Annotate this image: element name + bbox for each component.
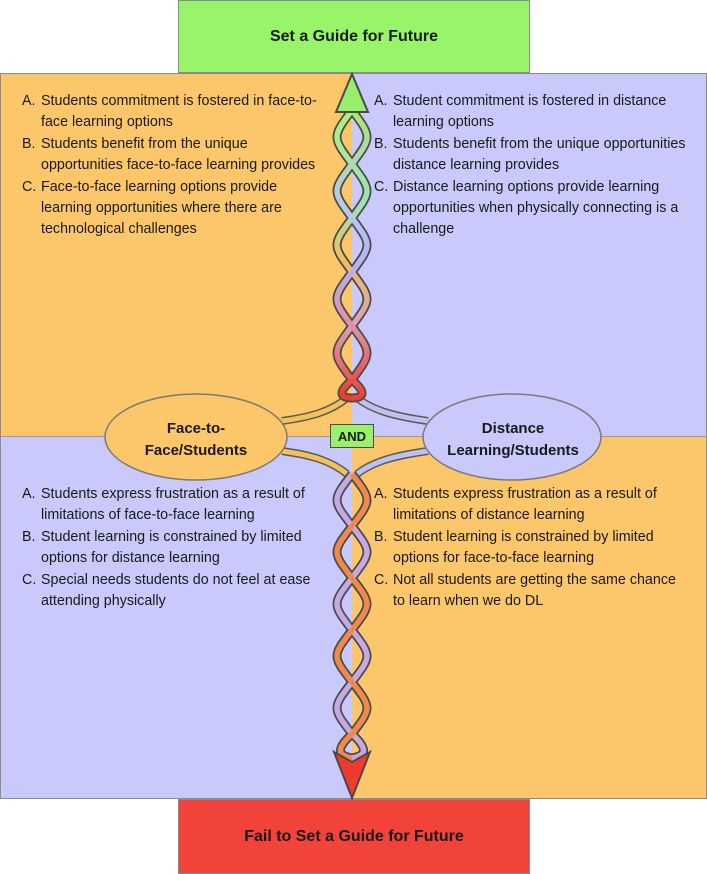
face-to-face-pole-ellipse: [104, 393, 288, 481]
downside-distance-list: A.Students express frustration as a resu…: [374, 484, 689, 613]
list-item: A.Student commitment is fostered in dist…: [374, 93, 667, 130]
list-item: A.Students express frustration as a resu…: [22, 486, 305, 523]
list-item: B.Student learning is constrained by lim…: [374, 529, 654, 566]
distance-learning-pole-text: Distance Learning/Students: [447, 420, 579, 459]
quadrant-top-left: [0, 73, 352, 437]
face-to-face-pole-label: Face-to- Face/Students: [108, 418, 284, 462]
list-item: A.Students express frustration as a resu…: [374, 486, 657, 523]
downside-face-to-face-list: A.Students express frustration as a resu…: [22, 484, 322, 613]
right-branch: [354, 394, 429, 478]
face-to-face-pole-text: Face-to- Face/Students: [144, 420, 248, 459]
and-connector-box: AND: [330, 424, 374, 448]
quadrant-bottom-right: [352, 437, 707, 799]
left-branch: [281, 394, 350, 478]
up-arrow-icon: [334, 71, 370, 113]
list-item: B.Students benefit from the unique oppor…: [22, 136, 316, 173]
list-item: B.Student learning is constrained by lim…: [22, 529, 302, 566]
quadrant-bottom-left: [0, 437, 352, 799]
list-item: C.Not all students are getting the same …: [374, 572, 676, 609]
list-item: C.Face-to-face learning options provide …: [22, 179, 282, 237]
list-item: A.Students commitment is fostered in fac…: [22, 93, 317, 130]
down-arrow-icon: [332, 749, 372, 801]
list-item: C.Special needs students do not feel at …: [22, 572, 311, 609]
deeper-fear-label: Fail to Set a Guide for Future: [244, 827, 464, 845]
distance-learning-pole-ellipse: [422, 393, 602, 481]
and-connector-label: AND: [337, 428, 367, 444]
greater-purpose-label: Set a Guide for Future: [269, 27, 438, 45]
upside-face-to-face-list: A.Students commitment is fostered in fac…: [22, 91, 322, 241]
quadrant-top-right: [352, 73, 707, 437]
list-item: C.Distance learning options provide lear…: [374, 179, 679, 237]
deeper-fear-box: Fail to Set a Guide for Future: [178, 799, 530, 874]
distance-learning-pole-label: Distance Learning/Students: [426, 418, 600, 462]
list-item: B.Students benefit from the unique oppor…: [374, 136, 686, 173]
upside-distance-list: A.Student commitment is fostered in dist…: [374, 91, 689, 241]
greater-purpose-box: Set a Guide for Future: [178, 0, 530, 73]
